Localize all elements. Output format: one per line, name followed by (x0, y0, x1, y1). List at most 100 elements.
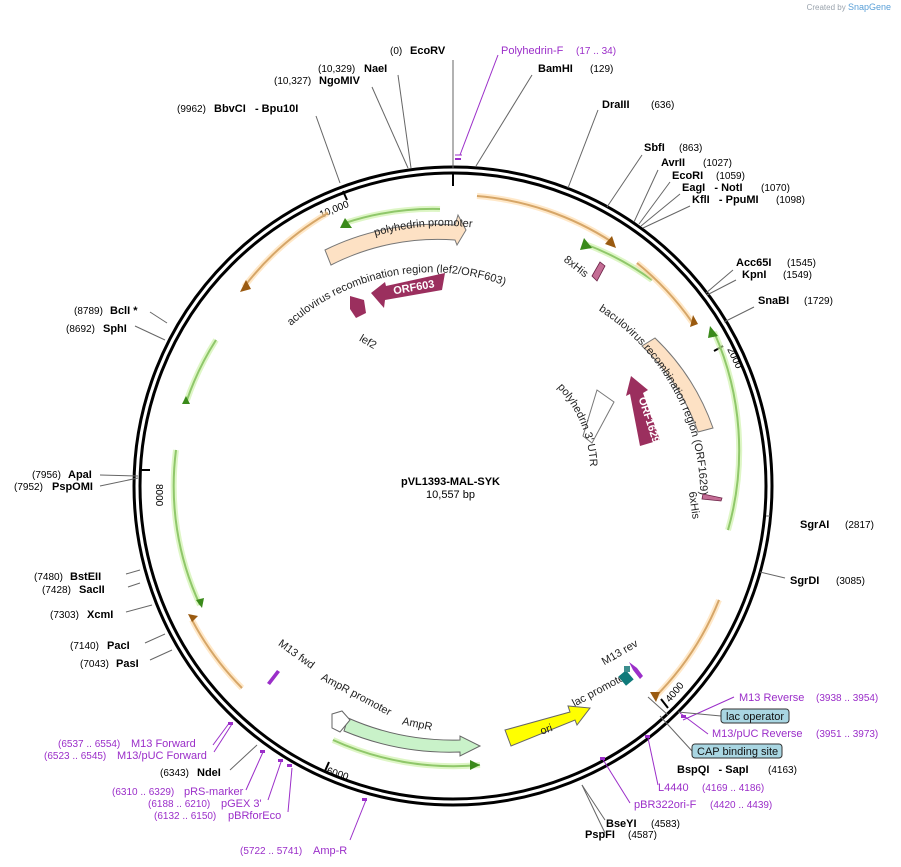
site-labels: (0) EcoRV (10,329) NaeI (10,327) NgoMIV … (14, 45, 874, 841)
primer-pos-polyhedrin-f: (17 .. 34) (576, 46, 616, 57)
site-pos-sgrdi: (3085) (836, 576, 865, 587)
snapgene-brand: Created by SnapGene (807, 2, 891, 12)
boxed-labels: lac operator CAP binding site (659, 708, 790, 759)
site-pos-bspqi: (4163) (768, 765, 797, 776)
site-pos-bbvci: (9962) (177, 104, 206, 115)
site-name-acc65i: Acc65I (736, 257, 771, 269)
site-name-ndei: NdeI (197, 767, 221, 779)
primer-pos-pbrforeco: (6132 .. 6150) (154, 811, 216, 822)
m13rev-label: M13 rev (600, 638, 641, 669)
site-name-bcli: BclI * (110, 305, 138, 317)
primer-name-l4440: L4440 (658, 782, 689, 794)
site-name-sgrdi: SgrDI (790, 575, 819, 587)
ampr-promoter-label: AmpR promoter (319, 671, 393, 718)
site-pos-apai: (7956) (32, 470, 61, 481)
site-pos-pasi: (7043) (80, 659, 109, 670)
site-pos-bsteii: (7480) (34, 572, 63, 583)
primer-pos-pgex3: (6188 .. 6210) (148, 799, 210, 810)
tick-8000: 8000 (153, 484, 164, 507)
his6-label: 6xHis (686, 491, 702, 520)
orf-arcs (170, 193, 743, 770)
site-name-ngomiv: NgoMIV (319, 75, 361, 87)
plasmid-size: 10,557 bp (426, 489, 475, 501)
site-pos-avrii: (1027) (703, 158, 732, 169)
site-pos-acc65i: (1545) (787, 258, 816, 269)
lac-operator-tag (720, 708, 790, 724)
primer-pos-m13puc-forward: (6523 .. 6545) (44, 751, 106, 762)
polyhedrin-utr-bar (582, 389, 615, 444)
primer-name-m13-forward: M13 Forward (131, 738, 196, 750)
cap-site-text: CAP binding site (697, 746, 778, 758)
primer-name-pbr322ori-f: pBR322ori-F (634, 799, 697, 811)
site-name-bsteii: BstEII (70, 571, 101, 583)
primer-name-pbrforeco: pBRforEco (228, 810, 281, 822)
lef2-label: lef2 (357, 333, 378, 352)
site-pos-bcli: (8789) (74, 306, 103, 317)
lac-promoter-box (624, 666, 630, 672)
orf-arrowheads (182, 218, 718, 770)
primer-leaders (212, 54, 735, 841)
m13rev-arrow (629, 662, 643, 679)
site-name-pspomi: PspOMI (52, 481, 93, 493)
site-pos-ndei: (6343) (160, 768, 189, 779)
site-pos-draiii: (636) (651, 100, 674, 111)
orf603-arrow (371, 273, 445, 308)
site-name-pspfi: PspFI (585, 829, 615, 841)
site-name-paci: PacI (107, 640, 130, 652)
primer-name-prs-marker: pRS-marker (184, 786, 244, 798)
polyhedrin-promoter-bar (324, 213, 467, 266)
primer-marks (228, 158, 686, 801)
site-name-bspqi: BspQI - SapI (677, 764, 749, 776)
site-name-snabi: SnaBI (758, 295, 789, 307)
site-name-xcmi: XcmI (87, 609, 113, 621)
primer-labels: Polyhedrin-F (17 .. 34) M13 Reverse (393… (44, 45, 878, 857)
primer-pos-m13puc-reverse: (3951 .. 3973) (816, 729, 878, 740)
ampr-label: AmpR (401, 715, 433, 733)
lef2-arrow (350, 296, 366, 318)
primer-name-m13puc-reverse: M13/pUC Reverse (712, 728, 802, 740)
m13fwd-label: M13 fwd (276, 637, 317, 671)
site-name-bbvci: BbvCI - Bpu10I (214, 103, 298, 115)
site-name-eagi: EagI - NotI (682, 182, 743, 194)
site-name-bseyi: BseYI (606, 818, 637, 830)
site-leaders (99, 60, 786, 834)
primer-pos-m13-reverse: (3938 .. 3954) (816, 693, 878, 704)
site-pos-bamhi: (129) (590, 64, 613, 75)
primer-pos-amp-r: (5722 .. 5741) (240, 846, 302, 857)
site-pos-sgrai: (2817) (845, 520, 874, 531)
brand-prefix: Created by (806, 3, 846, 12)
primer-name-pgex3: pGEX 3' (221, 798, 262, 810)
site-pos-eagi: (1070) (761, 183, 790, 194)
site-pos-paci: (7140) (70, 641, 99, 652)
site-name-draiii: DraIII (602, 99, 630, 111)
cap-site-tag (691, 743, 783, 759)
brand-name: SnapGene (847, 2, 891, 12)
site-pos-xcmi: (7303) (50, 610, 79, 621)
site-name-sgrai: SgrAI (800, 519, 829, 531)
primer-pos-pbr322ori-f: (4420 .. 4439) (710, 800, 772, 811)
site-name-kpni: KpnI (742, 269, 766, 281)
site-pos-bseyi: (4583) (651, 819, 680, 830)
his8-arrow (591, 261, 606, 282)
site-name-pasi: PasI (116, 658, 139, 670)
orf1629-arrow (626, 376, 660, 446)
site-name-apai: ApaI (68, 469, 92, 481)
site-pos-ecori: (1059) (716, 171, 745, 182)
site-pos-naei: (10,329) (318, 64, 355, 75)
ori-arrow (504, 705, 591, 747)
site-pos-pspomi: (7952) (14, 482, 43, 493)
site-pos-pspfi: (4587) (628, 830, 657, 841)
m13fwd-arrow (267, 670, 280, 685)
primer-pos-l4440: (4169 .. 4186) (702, 783, 764, 794)
site-name-sacii: SacII (79, 584, 105, 596)
primer-pos-prs-marker: (6310 .. 6329) (112, 787, 174, 798)
primer-pos-m13-forward: (6537 .. 6554) (58, 739, 120, 750)
site-pos-ecorv: (0) (390, 46, 402, 57)
primer-name-m13puc-forward: M13/pUC Forward (117, 750, 207, 762)
ampr-promoter-arrow (331, 710, 351, 733)
site-name-avrii: AvrII (661, 157, 685, 169)
site-pos-sacii: (7428) (42, 585, 71, 596)
primer-name-polyhedrin-f: Polyhedrin-F (501, 45, 564, 57)
his6-arrow (701, 493, 723, 502)
